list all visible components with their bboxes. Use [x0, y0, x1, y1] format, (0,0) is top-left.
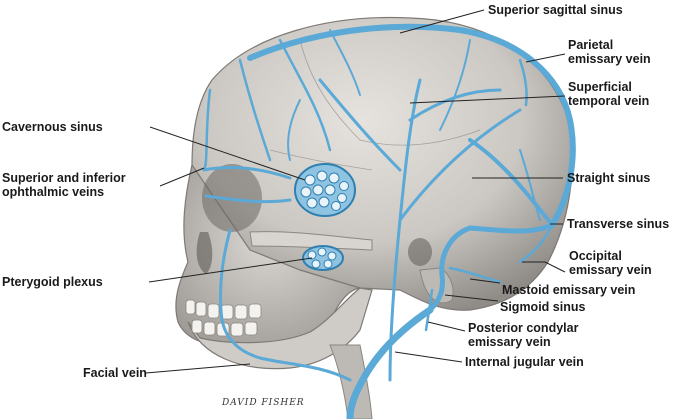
- pterygoid-plexus: [302, 245, 344, 271]
- leader-parietal-emissary-vein: [525, 53, 566, 63]
- label-cavernous-sinus: Cavernous sinus: [2, 120, 103, 134]
- posterior-condylar-emissary-vein: [424, 288, 434, 332]
- transverse-sinus: [467, 222, 555, 234]
- teeth: [185, 299, 262, 337]
- label-line: Posterior condylar: [468, 321, 579, 335]
- label-line: Parietal: [568, 38, 614, 52]
- label-superficial-temporal-vein: Superficial temporal vein: [568, 80, 649, 108]
- label-line: Occipital: [569, 249, 622, 263]
- label-line: Superficial: [568, 80, 632, 94]
- frontal-veins: [202, 38, 332, 172]
- superficial-temporal-vein: [318, 78, 522, 382]
- mastoid-emissary-vein: [448, 266, 502, 284]
- label-posterior-condylar-emissary-vein: Posterior condylar emissary vein: [468, 321, 578, 349]
- label-line: ophthalmic veins: [2, 185, 105, 199]
- leader-occipital-emissary-vein: [522, 261, 566, 273]
- leader-superficial-temporal-vein: [409, 95, 566, 104]
- label-internal-jugular-vein: Internal jugular vein: [465, 355, 584, 369]
- leader-internal-jugular-vein: [394, 351, 463, 363]
- label-pterygoid-plexus: Pterygoid plexus: [2, 275, 103, 289]
- label-occipital-emissary-vein: Occipital emissary vein: [569, 249, 652, 277]
- leader-facial-vein: [145, 363, 251, 374]
- label-mastoid-emissary-vein: Mastoid emissary vein: [502, 283, 636, 297]
- leader-mastoid-emissary-vein: [469, 278, 501, 284]
- mastoid: [419, 267, 454, 304]
- label-sigmoid-sinus: Sigmoid sinus: [500, 300, 586, 314]
- label-line: emissary vein: [569, 263, 652, 277]
- ophthalmic-veins: [202, 166, 292, 204]
- facial-vein: [218, 228, 352, 382]
- label-facial-vein: Facial vein: [83, 366, 147, 380]
- parietal-emissary-vein: [518, 58, 528, 107]
- label-line: Superior and inferior: [2, 171, 126, 185]
- cervical-spine: [329, 344, 373, 419]
- leader-posterior-condylar-emissary-vein: [427, 321, 466, 332]
- internal-jugular-vein: [346, 306, 434, 419]
- label-parietal-emissary-vein: Parietal emissary vein: [568, 38, 651, 66]
- scalp-veins: [287, 29, 541, 221]
- leader-cavernous-sinus: [149, 126, 306, 181]
- superior-sagittal-sinus: [247, 23, 576, 228]
- label-line: emissary vein: [568, 52, 651, 66]
- leader-pterygoid-plexus: [148, 257, 313, 283]
- leader-sigmoid-sinus: [444, 294, 499, 302]
- veins: [202, 23, 576, 419]
- label-line: temporal vein: [568, 94, 650, 108]
- leader-superior-sagittal-sinus: [399, 9, 485, 34]
- label-transverse-sinus: Transverse sinus: [567, 217, 670, 231]
- label-straight-sinus: Straight sinus: [567, 171, 651, 185]
- zygomatic-arch: [249, 231, 373, 251]
- ear-canal: [408, 238, 432, 266]
- straight-sinus: [468, 138, 554, 227]
- label-superior-sagittal-sinus: Superior sagittal sinus: [488, 3, 623, 17]
- label-line: emissary vein: [468, 335, 551, 349]
- label-ophthalmic-veins: Superior and inferior ophthalmic veins: [2, 171, 126, 199]
- leader-lines: [145, 9, 566, 374]
- cavernous-sinus: [294, 163, 356, 217]
- artist-signature: DAVID FISHER: [222, 398, 305, 408]
- sigmoid-sinus: [427, 225, 473, 313]
- leader-ophthalmic-veins: [159, 167, 205, 187]
- occipital-emissary-vein: [518, 223, 554, 264]
- nasal-aperture: [196, 232, 213, 274]
